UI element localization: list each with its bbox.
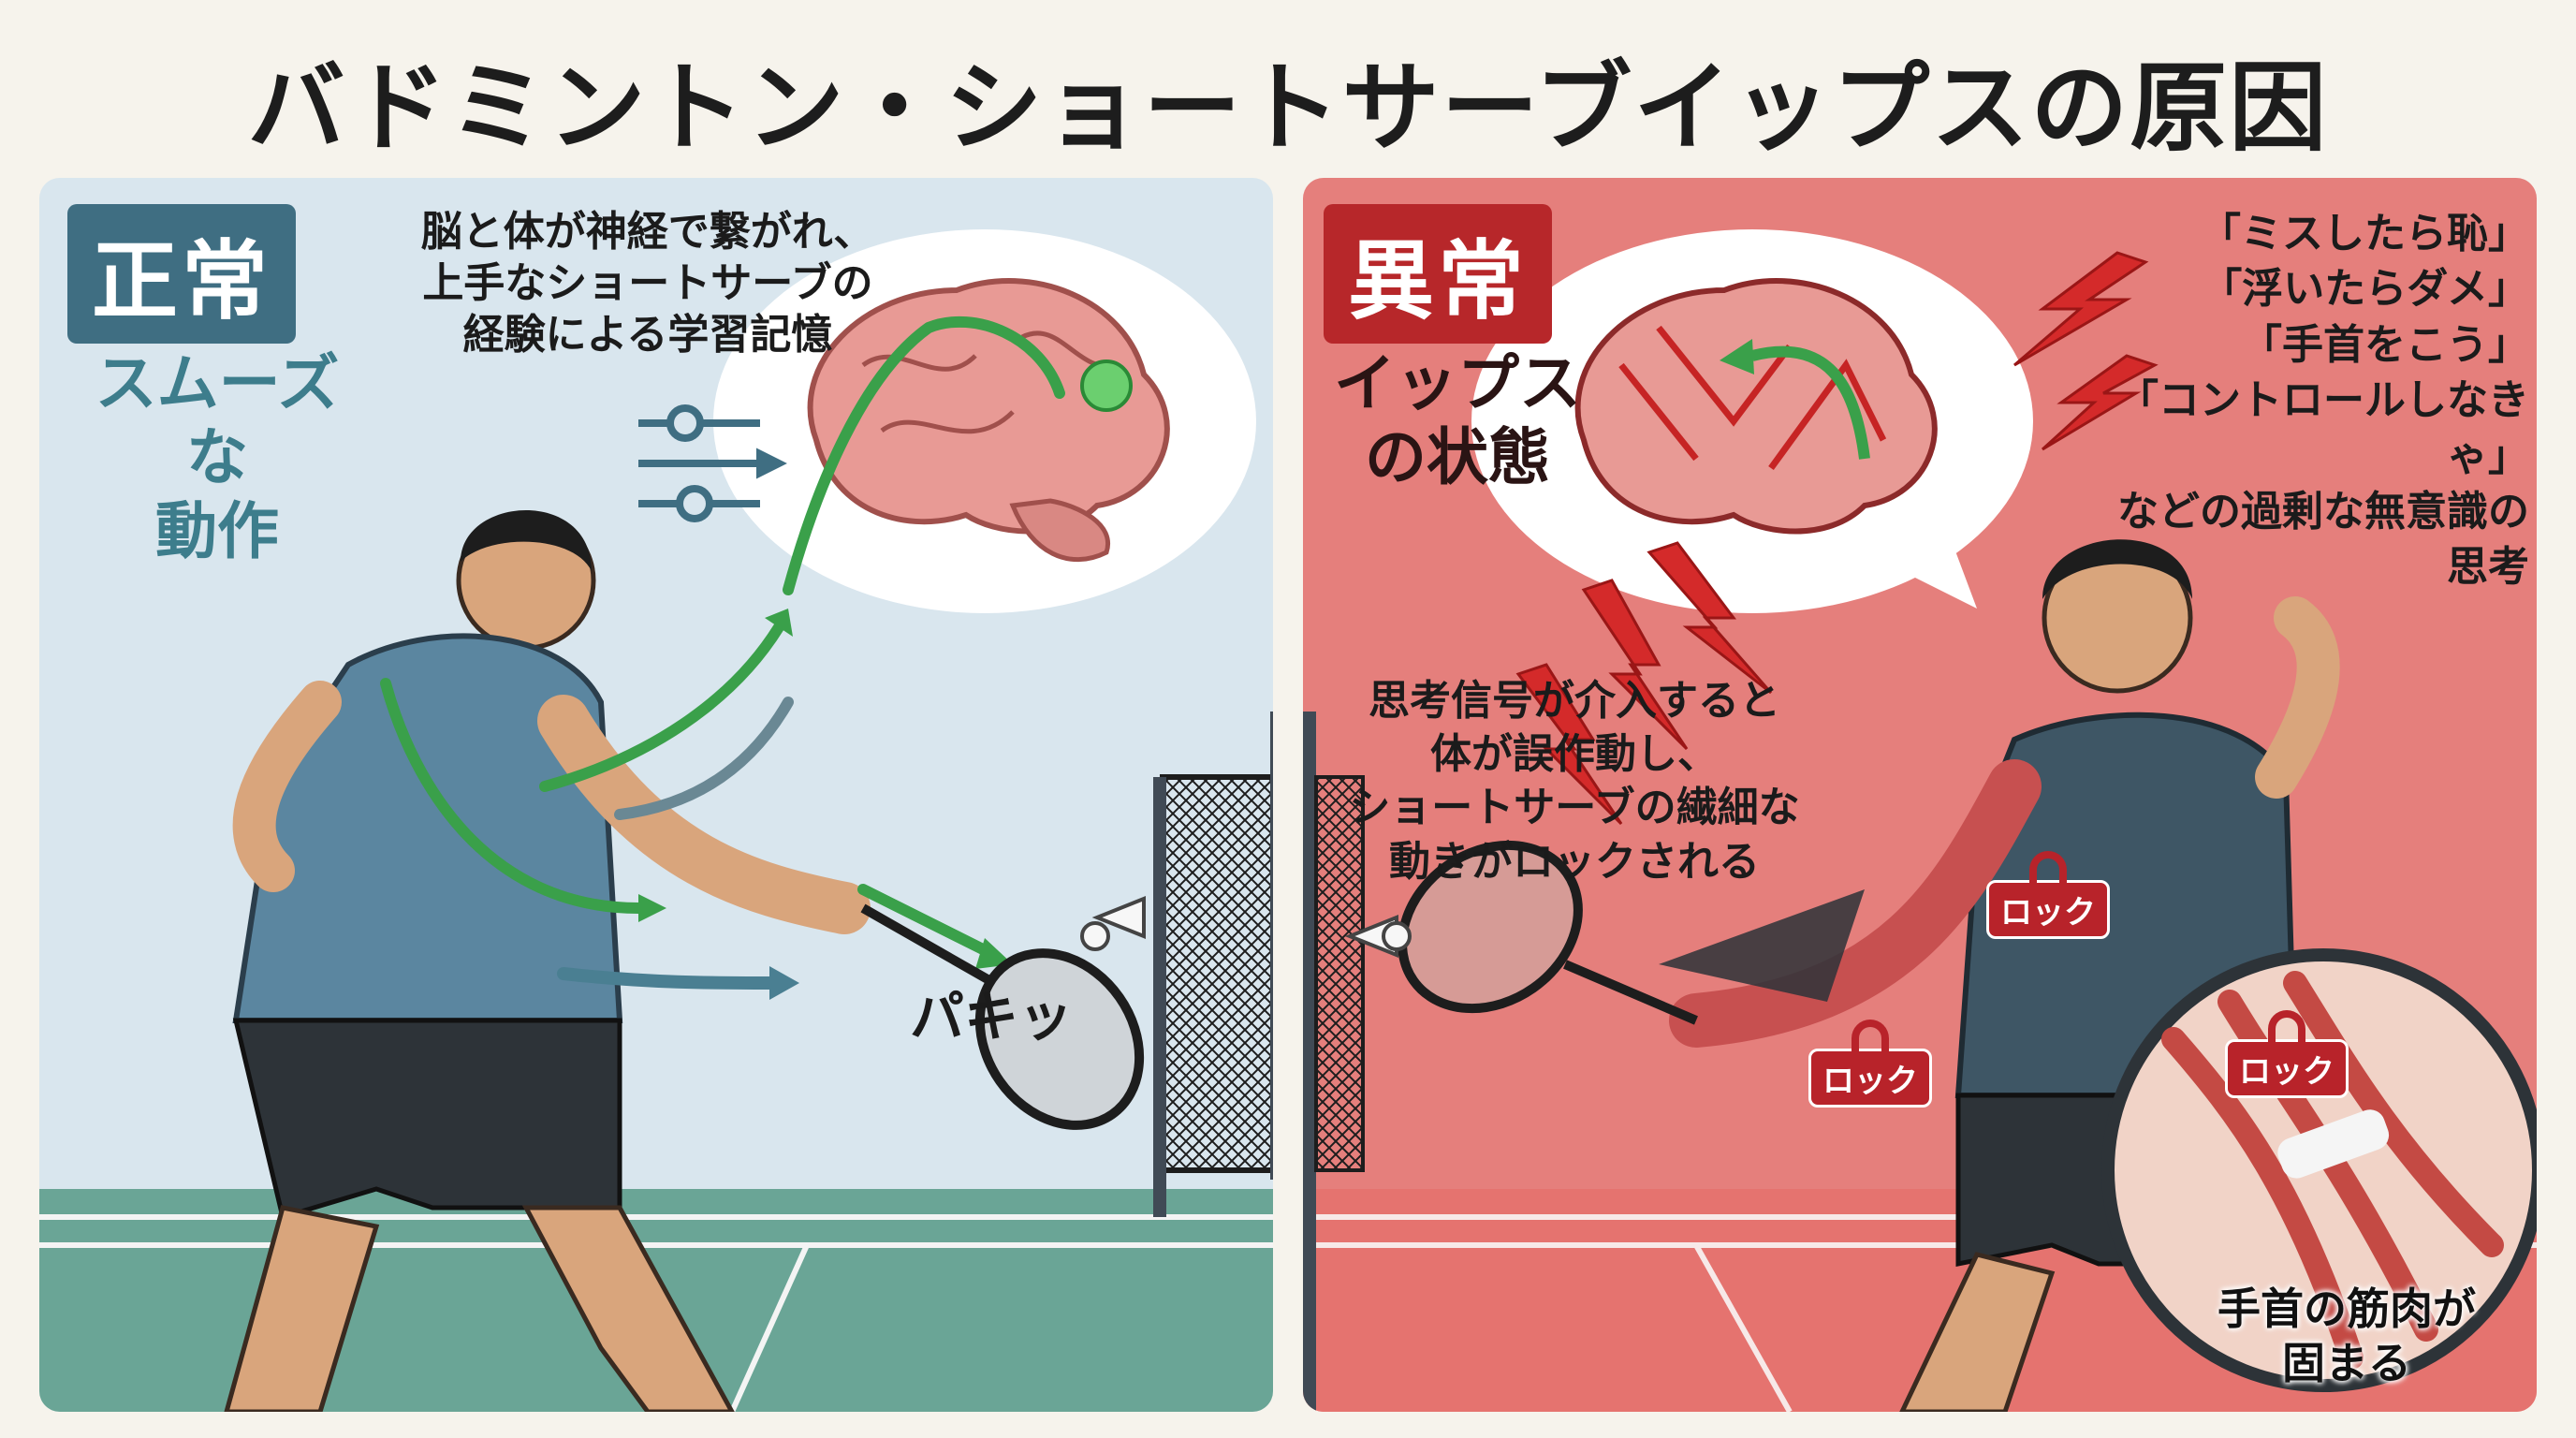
- wrist-zoom: [2101, 948, 2537, 1392]
- shuttlecock-icon-abnormal: [1344, 915, 1412, 958]
- lock-icon-arm: ロック: [1986, 851, 2110, 939]
- normal-badge: 正常: [67, 204, 297, 344]
- wrist-line2: 固まる: [2282, 1337, 2411, 1388]
- thought-2: 「浮いたらダメ」: [2201, 265, 2529, 314]
- brain-text-line2: 上手なショートサーブの: [422, 259, 873, 307]
- racket-icon-abnormal: [1398, 840, 1698, 1025]
- page-title: バドミントン・ショートサーブイップスの原因: [247, 51, 2329, 165]
- thought-5: などの過剰な無意識の思考: [2117, 487, 2529, 592]
- signal-line3: ショートサーブの繊細な: [1349, 784, 1800, 832]
- abnormal-scene: [1303, 229, 2537, 1412]
- abnormal-caption-line1: イップス: [1334, 347, 1581, 419]
- signal-description: 思考信号が介入すると 体が誤作動し、 ショートサーブの繊細な 動きがロックされる: [1322, 674, 1827, 888]
- brain-icon-abnormal: [1574, 278, 1938, 535]
- brain-icon: [807, 278, 1170, 563]
- abnormal-caption: イップス の状態: [1303, 346, 1612, 494]
- thought-1: 「ミスしたら恥」: [2200, 210, 2529, 257]
- lock-icon-hand: ロック: [1808, 1020, 1932, 1108]
- racket-icon: [860, 903, 1145, 1130]
- signal-line4: 動きがロックされる: [1389, 837, 1760, 886]
- shuttlecock-icon: [1080, 896, 1146, 951]
- sound-effect: パキッ: [910, 985, 1074, 1049]
- wrist-line1: 手首の筋肉が: [2217, 1284, 2476, 1334]
- brain-text-line1: 脳と体が神経で繋がれ、: [420, 208, 875, 256]
- normal-caption-line2: 動作: [155, 495, 279, 568]
- net-icon: [1153, 712, 1273, 1217]
- abnormal-badge: 異常: [1324, 204, 1553, 344]
- abnormal-panel: 異常 イップス の状態 「ミスしたら恥」 「浮いたらダメ」 「手首をこう」 「コ…: [1303, 178, 2537, 1412]
- brain-description: 脳と体が神経で繋がれ、 上手なショートサーブの 経験による学習記憶: [386, 206, 910, 360]
- normal-caption: スムーズな 動作: [67, 346, 367, 569]
- nerve-line: [783, 315, 1065, 595]
- thought-3: 「手首をこう」: [2241, 320, 2529, 369]
- thought-4: 「コントロールしなきゃ」: [2117, 376, 2529, 480]
- brain-text-line3: 経験による学習記憶: [462, 311, 833, 359]
- normal-caption-line1: スムーズな: [95, 347, 340, 494]
- signal-line2: 体が誤作動し、: [1430, 730, 1719, 779]
- slider-icon: [638, 404, 787, 522]
- signal-line1: 思考信号が介入すると: [1368, 677, 1780, 725]
- player-normal: [224, 510, 871, 1412]
- normal-panel: 正常 スムーズな 動作 脳と体が神経で繋がれ、 上手なショートサーブの 経験によ…: [39, 178, 1273, 1412]
- lightning-icon: [1515, 251, 2159, 826]
- wrist-caption: 手首の筋肉が 固まる: [2192, 1283, 2501, 1390]
- thought-list: 「ミスしたら恥」 「浮いたらダメ」 「手首をこう」 「コントロールしなきゃ」 な…: [2080, 206, 2529, 595]
- normal-scene: [39, 229, 1273, 1412]
- abnormal-caption-line2: の状態: [1365, 421, 1550, 494]
- lock-icon-wrist: ロック: [2225, 1010, 2349, 1098]
